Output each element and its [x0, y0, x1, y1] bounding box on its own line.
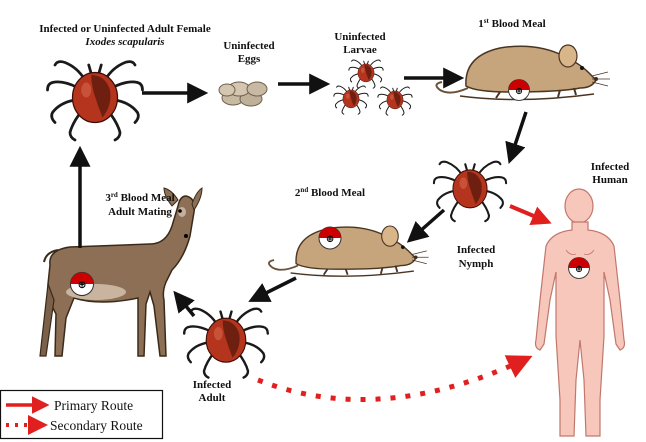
tick-icon: [46, 60, 144, 142]
arrow-mouse2-to-adult: [248, 276, 297, 302]
human-icon: [534, 188, 626, 437]
legend-primary-label: Primary Route: [54, 398, 133, 413]
adult-label-line2: Adult: [199, 392, 226, 404]
infection-badge-icon: [568, 257, 590, 279]
legend-secondary-label: Secondary Route: [50, 418, 143, 433]
larva-tick-icon: [377, 86, 413, 116]
eggs-label-line1: Uninfected: [223, 40, 274, 52]
arrow-mouse-to-nymph: [505, 111, 528, 164]
adult-female-species-label: Ixodes scapularis: [84, 36, 164, 48]
human-label-line1: Infected: [591, 161, 630, 173]
tick-icon: [182, 307, 270, 379]
adult-mating-label: Adult Mating: [108, 206, 172, 218]
larva-tick-icon: [333, 85, 369, 115]
larva-tick-icon: [348, 59, 384, 89]
adult-label-line1: Infected: [193, 379, 232, 391]
infection-badge-icon: [69, 271, 95, 297]
third-blood-meal-label: 3rd Blood Meal: [105, 191, 174, 204]
nymph-label-line2: Nymph: [459, 258, 494, 270]
arrow-adult-to-deer: [173, 290, 196, 318]
nymph-label-line1: Infected: [457, 244, 496, 256]
primary-route-arrow: [509, 204, 552, 226]
infection-badge-icon: [318, 226, 342, 250]
arrow-nymph-to-mouse2: [406, 208, 446, 243]
cycle-arrows: [69, 67, 528, 318]
larvae-label-line1: Uninfected: [334, 31, 385, 43]
larvae-label-line2: Larvae: [343, 44, 377, 56]
egg-cluster-icon: [218, 81, 268, 107]
eggs-label-line2: Eggs: [238, 53, 261, 65]
first-blood-meal-label: 1st Blood Meal: [478, 17, 545, 30]
human-label-line2: Human: [592, 174, 627, 186]
legend: Primary Route Secondary Route: [0, 389, 164, 440]
tick-icon: [432, 160, 508, 223]
infection-badge-icon: [508, 79, 530, 101]
secondary-route-arrow: [257, 355, 533, 403]
adult-female-label: Infected or Uninfected Adult Female: [39, 23, 211, 35]
mouse-icon: [268, 225, 430, 278]
second-blood-meal-label: 2nd Blood Meal: [295, 186, 365, 199]
